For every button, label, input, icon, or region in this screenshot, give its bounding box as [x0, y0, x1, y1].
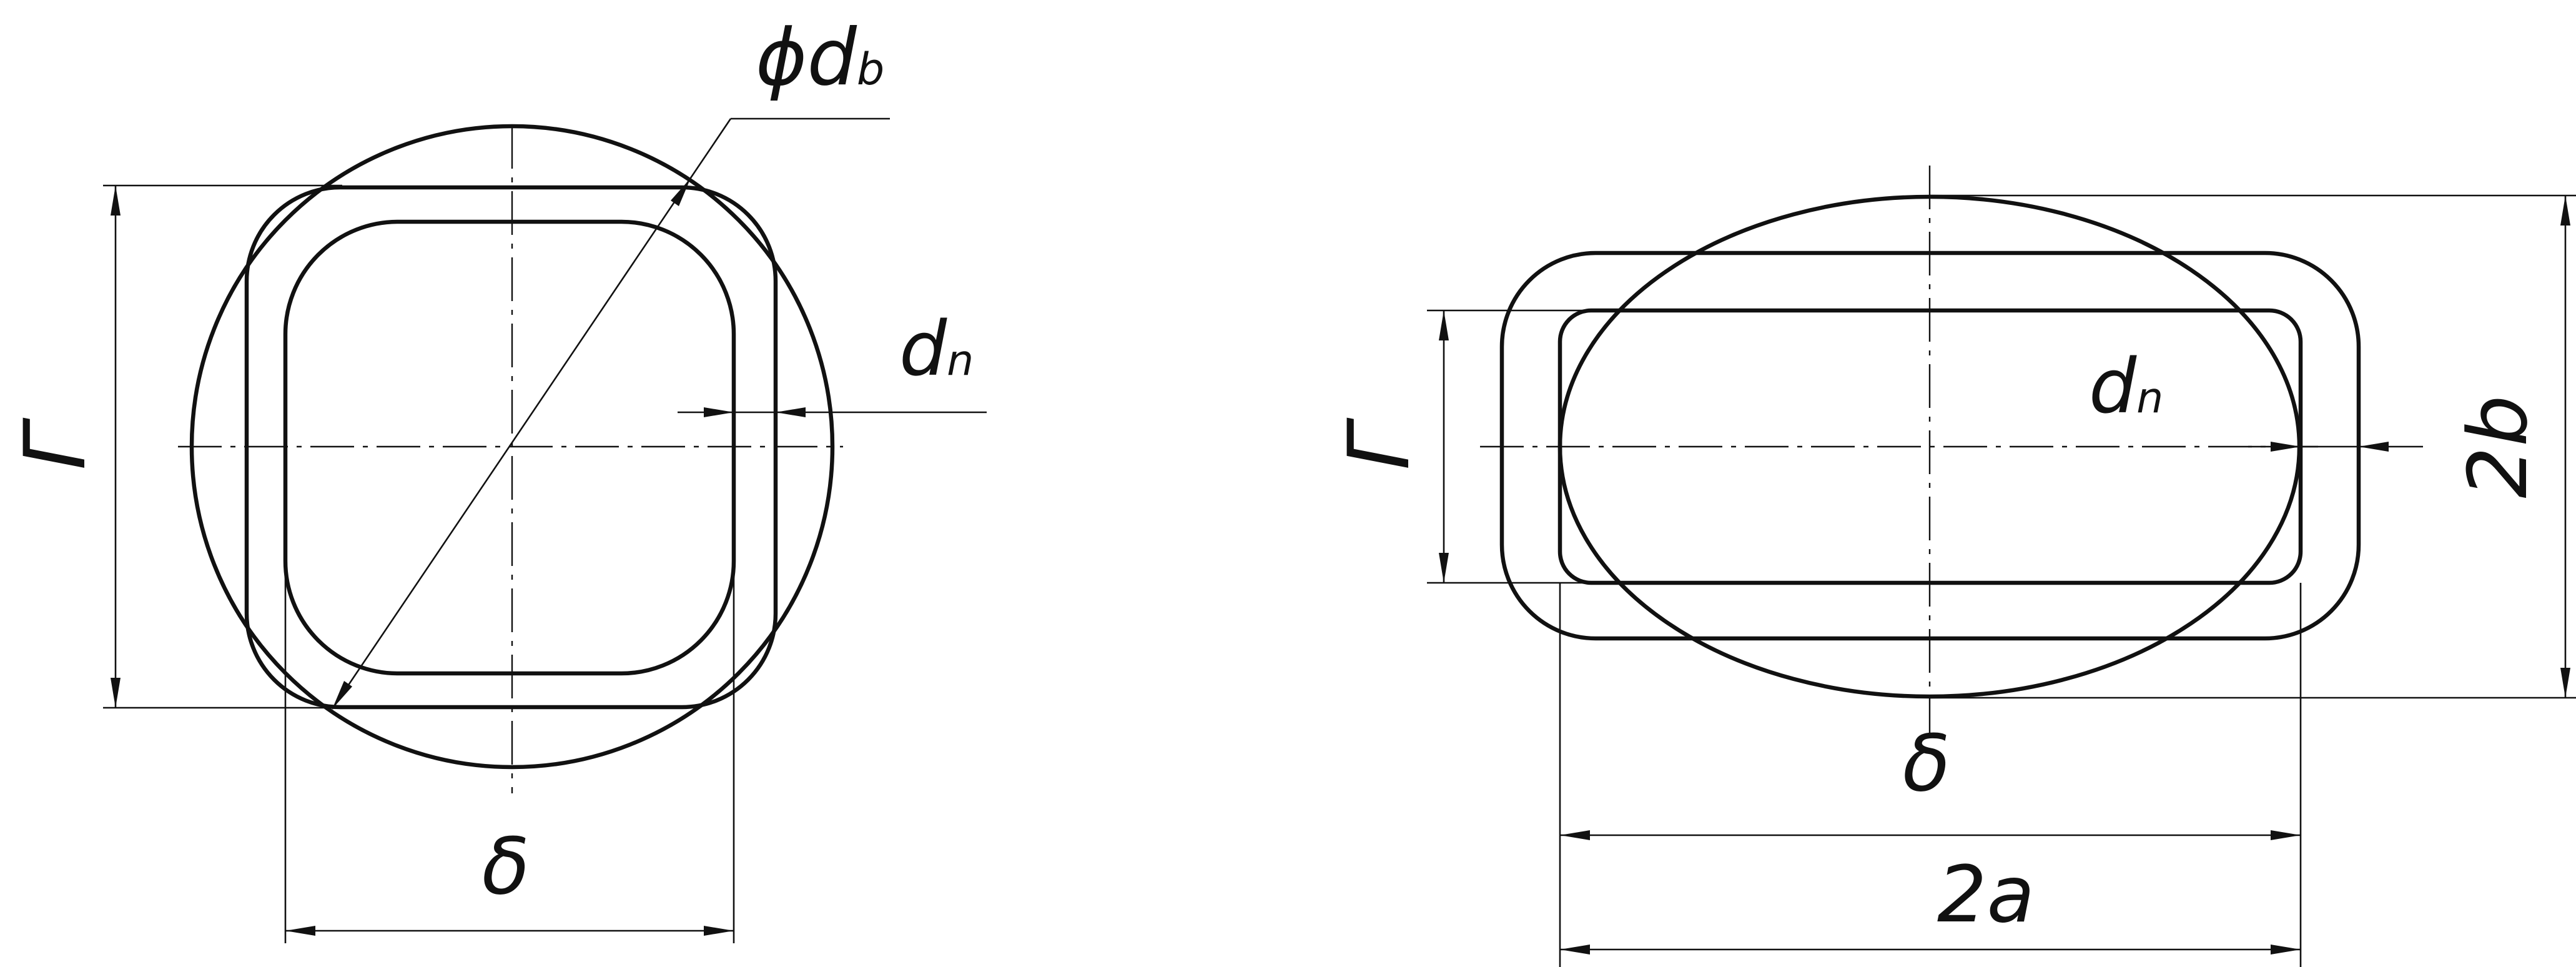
right-height-arrow-top: [1439, 310, 1449, 340]
left-thickness-arrow-in: [704, 407, 734, 417]
left-diameter-arrow-upper: [671, 178, 691, 206]
left-height-arrow-bottom: [111, 678, 121, 708]
left-diameter-leader: [331, 118, 732, 710]
right-view: Г 2b δ 2a dn: [1330, 166, 2576, 967]
right-major-arrow-right: [2271, 945, 2301, 955]
left-thickness-subscript: n: [947, 336, 974, 385]
left-thickness-main: d: [899, 306, 947, 393]
left-width-arrow-right: [704, 926, 734, 936]
left-inner-profile: [283, 219, 736, 676]
left-height-arrow-top: [111, 186, 121, 216]
right-width-label: δ: [1903, 718, 1950, 809]
right-width-arrow-left: [1560, 830, 1590, 840]
left-thickness-label: dn: [899, 306, 974, 393]
right-outer-profile: [1499, 250, 2361, 641]
left-thickness-arrow-out: [776, 407, 806, 417]
left-height-label: Г: [6, 417, 104, 470]
left-width-arrow-left: [285, 926, 315, 936]
left-width-label: δ: [482, 821, 530, 912]
right-height-arrow-bottom: [1439, 553, 1449, 583]
left-view: Г δ ϕdb dn: [6, 12, 987, 943]
right-thickness-arrow-out: [2359, 442, 2389, 452]
right-minor-axis-label: 2b: [2450, 395, 2545, 498]
left-circumscribed-circle: [189, 124, 835, 770]
right-thickness-subscript: n: [2136, 374, 2163, 423]
right-major-axis-label: 2a: [1937, 850, 2035, 940]
left-diameter-subscript: b: [857, 44, 884, 95]
left-outer-profile: [244, 185, 778, 710]
right-minor-arrow-top: [2560, 196, 2570, 226]
left-diameter-arrow-lower: [332, 681, 352, 709]
left-diameter-label: ϕdb: [756, 12, 884, 103]
right-major-arrow-left: [1560, 945, 1590, 955]
left-diameter-main: ϕd: [756, 12, 857, 103]
right-minor-arrow-bottom: [2560, 668, 2570, 698]
right-thickness-label: dn: [2089, 344, 2163, 430]
right-height-label: Г: [1330, 417, 1428, 470]
right-width-arrow-right: [2271, 830, 2301, 840]
right-thickness-arrow-in: [2271, 442, 2301, 452]
right-thickness-main: d: [2089, 344, 2137, 430]
